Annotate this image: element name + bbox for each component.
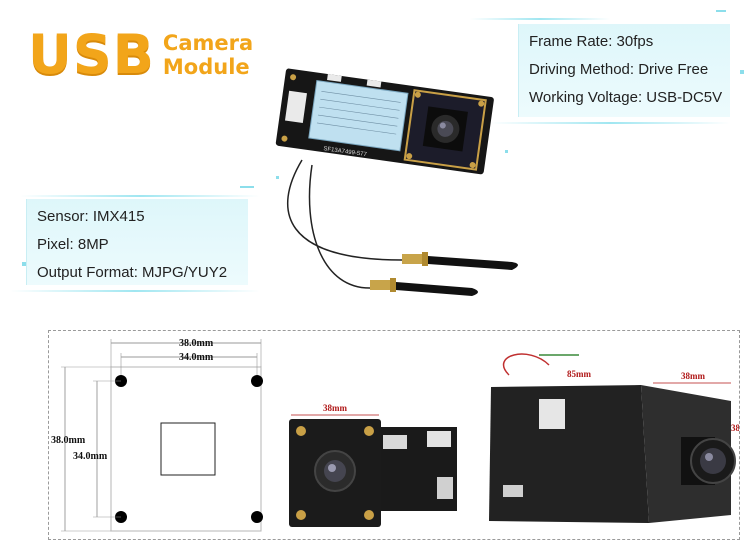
top-width-label: 38mm xyxy=(681,371,705,381)
decor-sparkle xyxy=(716,10,726,12)
decor-glow xyxy=(470,18,610,20)
decor-sparkle xyxy=(22,262,26,266)
title-usb: USB xyxy=(28,23,155,86)
decor-sparkle xyxy=(740,70,744,74)
decor-glow xyxy=(490,122,730,124)
board-front-back-image: 38mm xyxy=(289,403,457,527)
front-width-label: 38mm xyxy=(323,403,347,413)
spec-driving-method: Driving Method: Drive Free xyxy=(529,61,709,78)
product-title: USB Camera Module xyxy=(28,28,253,82)
dimension-drawing: 38.0mm 34.0mm 38.0mm 34.0mm xyxy=(51,338,263,532)
camera-module-image: SF13A7499-577 xyxy=(275,68,518,296)
title-subtitle: Camera Module xyxy=(163,31,253,79)
spec-frame-rate: Frame Rate: 30fps xyxy=(529,33,654,50)
side-height-label: 85mm xyxy=(567,369,591,379)
spec-box-sensor: Sensor: IMX415 Pixel: 8MP Output Format:… xyxy=(26,199,248,285)
dim-outer-width: 38.0mm xyxy=(179,338,214,349)
decor-sparkle xyxy=(240,186,254,188)
decor-sparkle xyxy=(276,176,279,179)
spec-sensor: Sensor: IMX415 xyxy=(37,208,145,225)
title-line-module: Module xyxy=(162,55,250,79)
title-line-camera: Camera xyxy=(162,31,254,55)
dim-outer-height: 38.0mm xyxy=(51,435,86,446)
spec-box-performance: Frame Rate: 30fps Driving Method: Drive … xyxy=(518,24,730,117)
dimensions-panel: 38.0mm 34.0mm 38.0mm 34.0mm 38mm 85 xyxy=(48,330,740,540)
camera-side-image: 85mm 38mm 38 xyxy=(489,353,739,523)
dim-inner-width: 34.0mm xyxy=(179,352,214,363)
decor-glow xyxy=(10,290,260,292)
decor-sparkle xyxy=(505,150,508,153)
decor-glow xyxy=(20,195,260,197)
dim-inner-height: 34.0mm xyxy=(73,451,108,462)
spec-working-voltage: Working Voltage: USB-DC5V xyxy=(529,89,723,106)
spec-pixel: Pixel: 8MP xyxy=(37,236,109,253)
spec-output-format: Output Format: MJPG/YUY2 xyxy=(37,264,228,281)
lens-side-label: 38 xyxy=(731,423,739,433)
